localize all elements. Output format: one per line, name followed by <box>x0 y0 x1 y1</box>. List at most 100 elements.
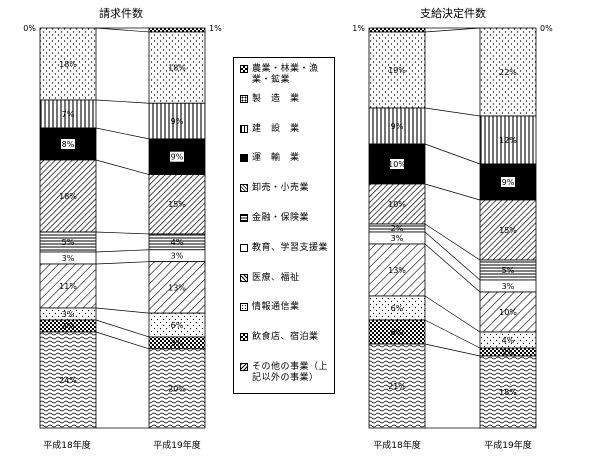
data-label: 3% <box>62 310 75 319</box>
top-segment-label: 0% <box>540 24 553 33</box>
legend-item: 製 造 業 <box>240 94 334 124</box>
connector-line <box>424 27 481 33</box>
bar-segment <box>368 27 426 33</box>
data-label: 18% <box>59 192 77 201</box>
bar-segment <box>148 27 206 33</box>
data-label: 2% <box>502 348 515 357</box>
bar-segment <box>39 263 97 309</box>
data-label: 4% <box>502 336 515 345</box>
connector-line <box>424 143 481 165</box>
top-segment-label: 1% <box>352 24 365 33</box>
data-label: 15% <box>499 226 517 235</box>
legend-label: 飲食店、宿泊業 <box>252 332 319 343</box>
connector-line <box>424 107 481 117</box>
connector-line <box>95 127 150 140</box>
left-category-2: 平成19年度 <box>153 439 200 451</box>
connector-line <box>424 183 481 201</box>
bar-segment <box>148 138 206 175</box>
bar-segment <box>368 183 426 225</box>
data-label: 8% <box>62 140 75 149</box>
connector-line <box>95 261 150 265</box>
bar-segment <box>39 331 97 429</box>
data-label: 18% <box>168 64 186 73</box>
bar-segment <box>148 261 206 314</box>
legend-label: 医療、福祉 <box>252 272 300 283</box>
bar-segment <box>39 99 97 129</box>
data-label: 4% <box>171 238 184 247</box>
data-label: 21% <box>388 382 406 391</box>
data-label: 11% <box>59 282 77 291</box>
data-label: 19% <box>388 66 406 75</box>
legend-item: その他の事業（上記以外の事業） <box>240 362 334 392</box>
connector-line <box>95 159 150 175</box>
top-segment-label: 1% <box>209 24 222 33</box>
legend-swatch <box>240 154 248 163</box>
data-label-background <box>390 159 404 169</box>
legend-label: 教育、学習支援業 <box>252 242 329 253</box>
bar-segment <box>148 348 206 429</box>
legend-item: 情報通信業 <box>240 302 334 332</box>
bar-segment <box>479 27 537 117</box>
data-label: 2% <box>391 224 404 233</box>
legend-item: 建 設 業 <box>240 124 334 154</box>
data-label: 3% <box>171 339 184 348</box>
bar-segment <box>368 243 426 297</box>
legend-swatch <box>240 184 248 193</box>
legend-item: 教育、学習支援業 <box>240 243 334 273</box>
data-label: 3% <box>62 254 75 263</box>
legend-item: 卸売・小売業 <box>240 183 334 213</box>
data-label: 10% <box>388 160 406 169</box>
legend-swatch <box>240 362 248 371</box>
top-segment-label: 0% <box>23 24 36 33</box>
legend-swatch <box>240 273 248 282</box>
data-label: 13% <box>388 266 406 275</box>
legend-swatch <box>240 65 248 73</box>
data-label: 6% <box>171 321 184 330</box>
legend: 農業・林業・漁業・鉱業製 造 業建 設 業運 輸 業卸売・小売業金融・保険業教育… <box>233 57 335 394</box>
legend-item: 金融・保険業 <box>240 213 334 243</box>
legend-label: 卸売・小売業 <box>252 183 310 194</box>
right-category-2: 平成19年度 <box>484 439 531 451</box>
bar-segment <box>479 291 537 333</box>
data-label: 18% <box>59 60 77 69</box>
data-label: 9% <box>171 153 184 162</box>
data-label: 7% <box>62 110 75 119</box>
connector-line <box>95 249 150 253</box>
legend-label: 製 造 業 <box>252 93 300 104</box>
left-chart-title: 請求件数 <box>99 6 143 20</box>
legend-swatch <box>240 333 248 342</box>
bar-segment <box>39 127 97 161</box>
legend-label: 情報通信業 <box>252 302 300 313</box>
legend-label: 金融・保険業 <box>252 212 310 223</box>
bar-segment <box>479 115 537 165</box>
data-label: 24% <box>59 376 77 385</box>
data-label: 15% <box>168 200 186 209</box>
data-label: 12% <box>499 136 517 145</box>
data-label-background <box>61 139 75 149</box>
bar-segment <box>479 355 537 429</box>
data-label: 3% <box>171 252 184 261</box>
data-label: 22% <box>499 68 517 77</box>
data-label: 9% <box>391 122 404 131</box>
data-label: 10% <box>499 308 517 317</box>
data-label: 6% <box>391 304 404 313</box>
bar-segment <box>148 174 206 235</box>
legend-swatch <box>240 213 248 222</box>
connector-line <box>424 319 481 349</box>
connector-line <box>424 295 481 333</box>
data-label-background <box>170 151 184 162</box>
data-label: 6% <box>391 328 404 337</box>
legend-label: 運 輸 業 <box>252 153 300 164</box>
bar-segment <box>148 31 206 104</box>
connector-line <box>95 27 150 33</box>
bar-segment <box>148 102 206 140</box>
bar-segment <box>368 31 426 109</box>
connector-line <box>424 243 481 293</box>
left-category-1: 平成18年度 <box>43 439 90 451</box>
bar-segment <box>39 27 97 101</box>
connector-line <box>424 343 481 357</box>
data-label: 3% <box>502 282 515 291</box>
data-label: 10% <box>388 200 406 209</box>
data-label: 5% <box>502 266 515 275</box>
